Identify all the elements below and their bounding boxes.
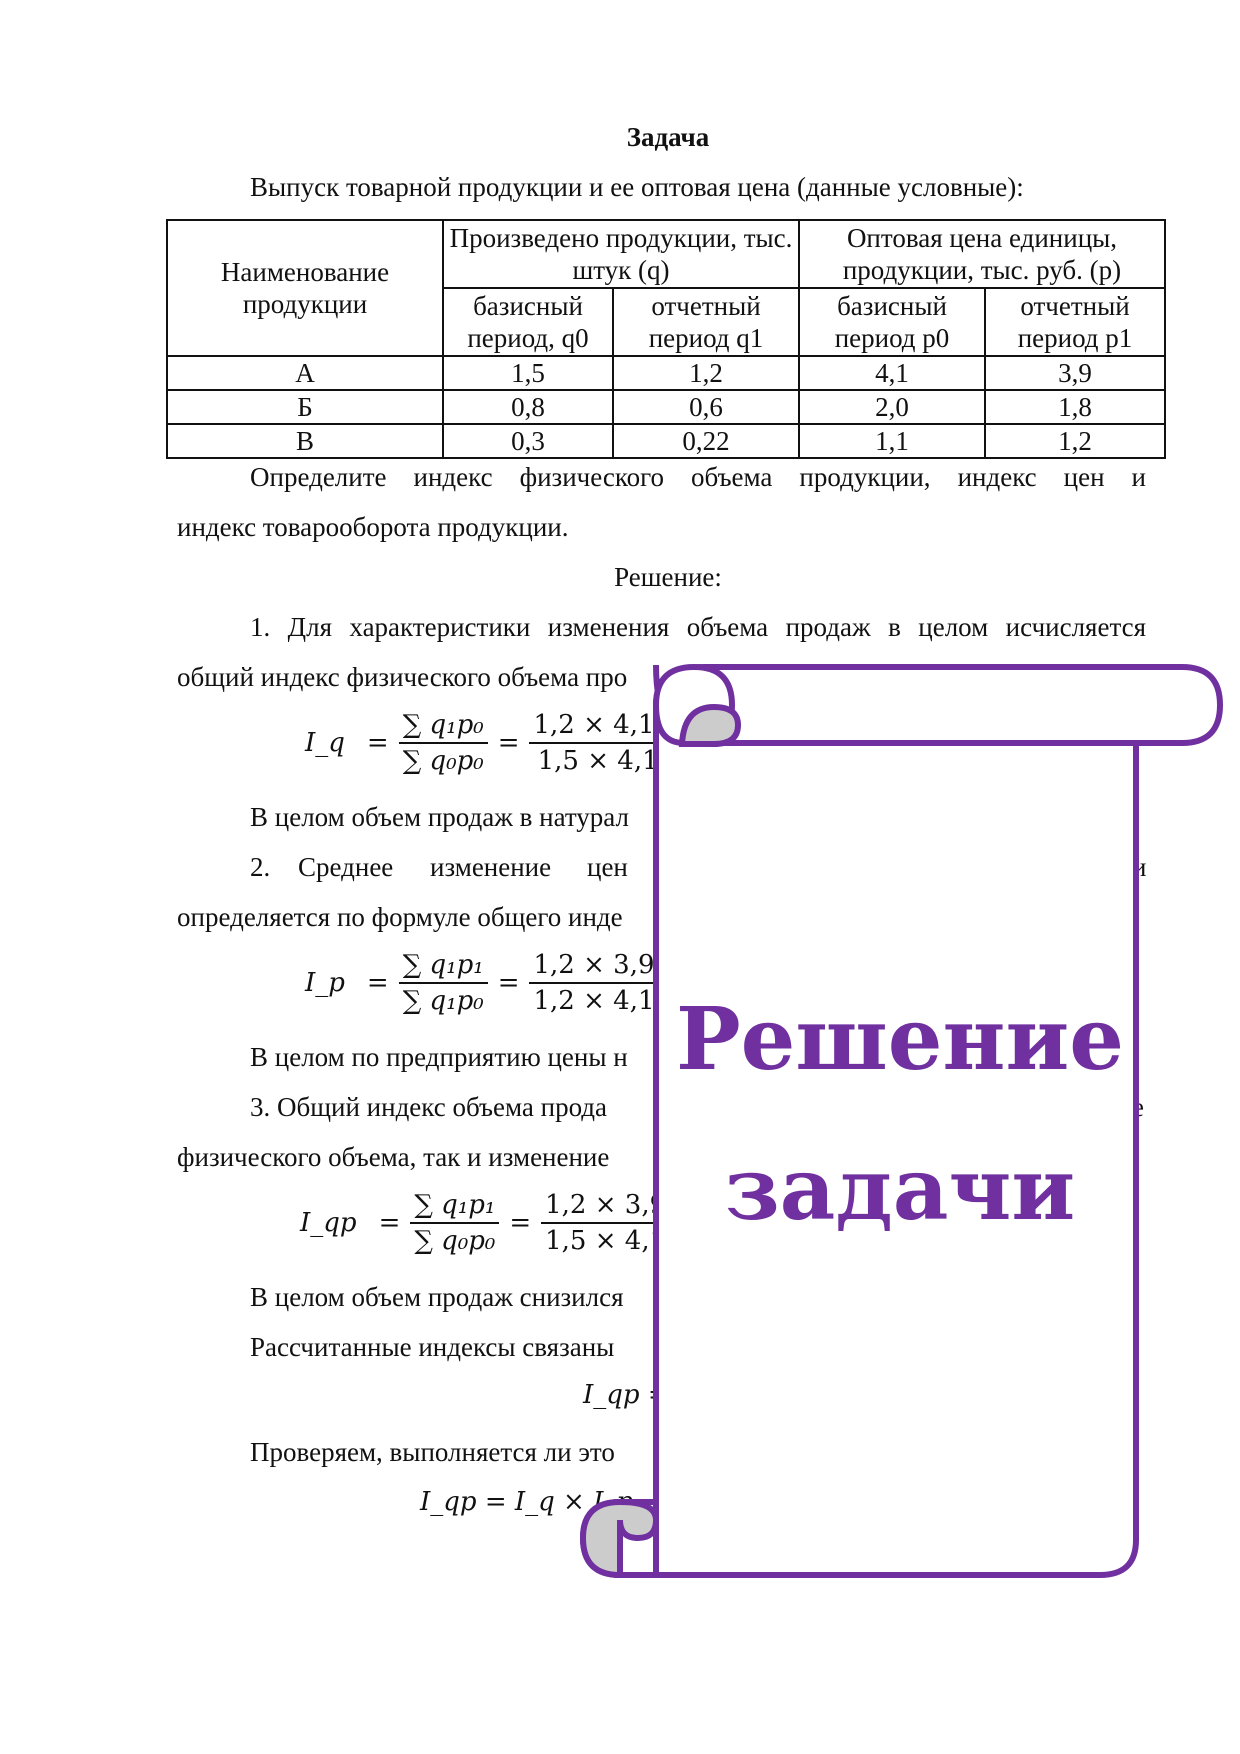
table-cell: 0,8 <box>442 389 614 425</box>
table-cell: 0,22 <box>612 423 800 459</box>
solution-p3-result: В целом объем продаж снизился <box>250 1282 624 1312</box>
table-cell: А <box>166 355 444 391</box>
formula-lhs: I_qp <box>300 1208 357 1238</box>
solution-p1-line2: общий индекс физического объема про <box>177 662 628 692</box>
table-row: В 0,3 0,22 1,1 1,2 <box>166 423 1166 459</box>
table-header-quantity: Произведено продукции, тыс. штук (q) <box>442 219 800 289</box>
table-cell: 0,3 <box>442 423 614 459</box>
table-subheader: базисный период р0 <box>798 287 986 357</box>
formula-lhs: I_p <box>305 968 345 998</box>
table-subheader: отчетный период q1 <box>612 287 800 357</box>
doc-title: Задача <box>626 122 710 152</box>
formula-denominator: ∑ q₀p₀ <box>414 1226 496 1256</box>
scroll-title-line1: Решение <box>676 989 1124 1090</box>
production-table: Наименование продукции Произведено проду… <box>166 219 1166 459</box>
table-cell: 4,1 <box>798 355 986 391</box>
intro-text: Выпуск товарной продукции и ее оптовая ц… <box>250 172 1024 202</box>
solution-heading: Решение: <box>614 562 722 592</box>
formula-numerator: ∑ q₁p₁ <box>410 1190 500 1224</box>
table-cell: 1,2 <box>612 355 800 391</box>
table-cell: Б <box>166 389 444 425</box>
scroll-curl-bottom <box>579 1498 660 1579</box>
table-cell: 3,9 <box>984 355 1166 391</box>
solution-p2-result: В целом по предприятию цены н <box>250 1042 628 1072</box>
check-text: Проверяем, выполняется ли это <box>250 1437 615 1467</box>
table-cell: 1,5 <box>442 355 614 391</box>
solution-p2-w1: 2. <box>250 852 271 882</box>
table-header-name: Наименование продукции <box>166 219 444 357</box>
task-text-line1: Определите индекс физического объема про… <box>250 462 1146 492</box>
table-subheader: отчетный период р1 <box>984 287 1166 357</box>
formula-denominator: ∑ q₀p₀ <box>402 746 484 776</box>
formula-lhs: I_q <box>305 728 345 758</box>
table-cell: 1,2 <box>984 423 1166 459</box>
scroll-title-line2: задачи <box>724 1139 1076 1240</box>
relation-text: Рассчитанные индексы связаны <box>250 1332 615 1362</box>
solution-p3-line1: 3. Общий индекс объема прода <box>250 1092 608 1122</box>
table-subheader: базисный период, q0 <box>442 287 614 357</box>
table-cell: 0,6 <box>612 389 800 425</box>
task-text-line2: индекс товарооборота продукции. <box>177 512 569 542</box>
table-header-price: Оптовая цена единицы, продукции, тыс. ру… <box>798 219 1166 289</box>
table-cell: 1,1 <box>798 423 986 459</box>
formula-denominator: ∑ q₁p₀ <box>402 986 484 1016</box>
formula-numerator: ∑ q₁p₀ <box>398 710 488 744</box>
formula-numerator: ∑ q₁p₁ <box>398 950 488 984</box>
formula-ip: I_p = ∑ q₁p₁ ∑ q₁p₀ = 1,2 × 3,9 + 0, 1,2… <box>305 950 722 1016</box>
solution-p2-w2: Среднее <box>298 852 394 882</box>
table-row: Б 0,8 0,6 2,0 1,8 <box>166 389 1166 425</box>
scroll-top-roll <box>653 664 1224 746</box>
table-cell: 1,8 <box>984 389 1166 425</box>
solution-p2-w4: цен <box>587 852 628 882</box>
solution-p1-result: В целом объем продаж в натурал <box>250 802 630 832</box>
table-row: А 1,5 1,2 4,1 3,9 <box>166 355 1166 391</box>
solution-p3-line2: физического объема, так и изменение <box>177 1142 610 1172</box>
scroll-curl-top <box>678 703 742 747</box>
solution-p2-w3: изменение <box>430 852 552 882</box>
table-cell: В <box>166 423 444 459</box>
solution-p2-line2: определяется по формуле общего инде <box>177 902 623 932</box>
solution-p1-line1: 1. Для характеристики изменения объема п… <box>250 612 1146 642</box>
table-cell: 2,0 <box>798 389 986 425</box>
